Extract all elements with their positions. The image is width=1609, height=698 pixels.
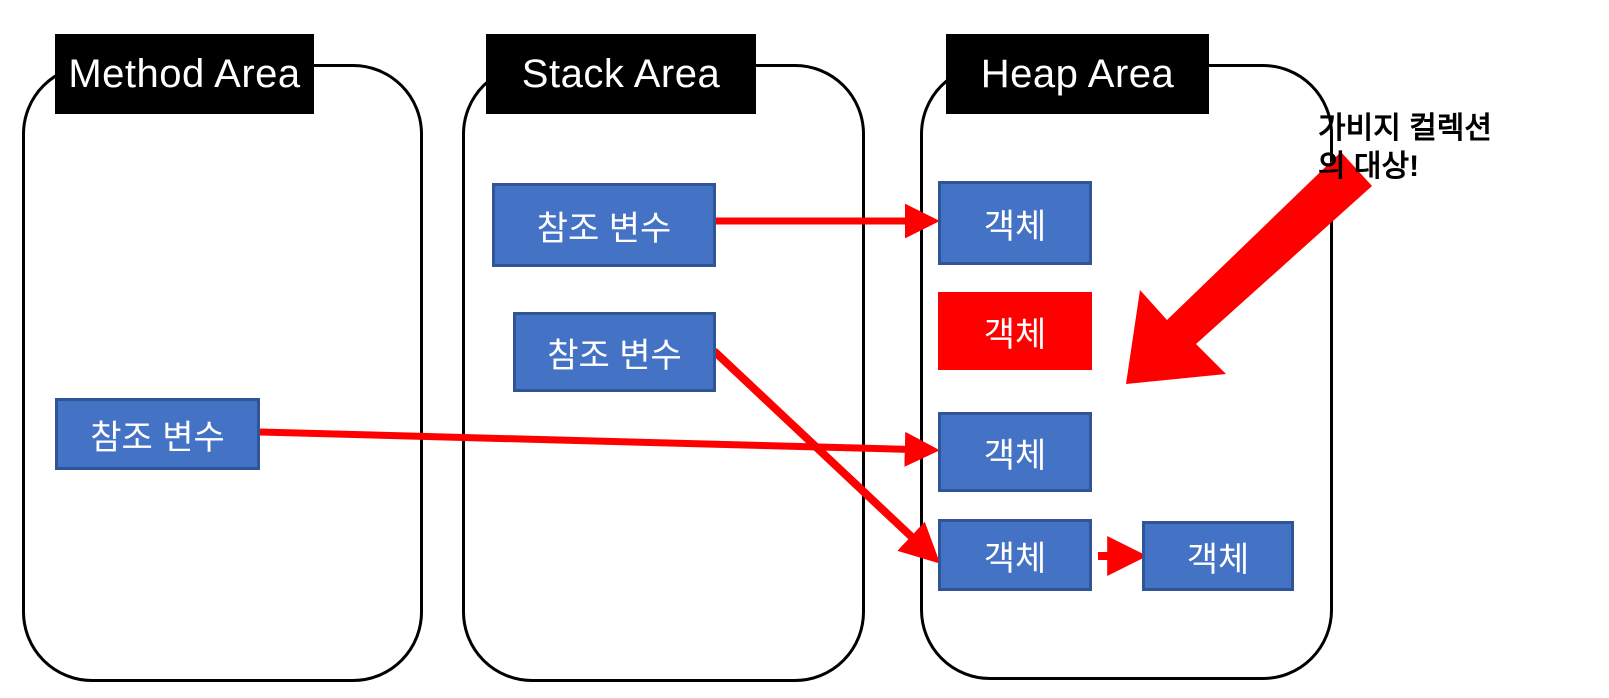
heap-object-5-node[interactable]: 객체 xyxy=(1142,521,1294,591)
stack-area-label-text: Stack Area xyxy=(521,51,721,96)
heap-object-2-node[interactable]: 객체 xyxy=(938,292,1092,370)
heap-object-4-label: 객체 xyxy=(983,539,1047,578)
stack-ref-var-1-node[interactable]: 참조 변수 xyxy=(492,183,716,267)
garbage-collection-callout: 가비지 컬렉션 의 대상! xyxy=(1318,110,1603,185)
heap-object-4-node[interactable]: 객체 xyxy=(938,519,1092,591)
method-area-container xyxy=(22,64,423,682)
garbage-collection-callout-line1: 가비지 컬렉션 xyxy=(1318,112,1492,145)
heap-object-1-node[interactable]: 객체 xyxy=(938,181,1092,265)
method-area-label: Method Area xyxy=(55,34,314,114)
heap-area-label-text: Heap Area xyxy=(980,51,1175,96)
heap-object-3-node[interactable]: 객체 xyxy=(938,412,1092,492)
heap-object-3-label: 객체 xyxy=(983,436,1047,475)
heap-object-5-label: 객체 xyxy=(1186,540,1250,579)
method-ref-var-node[interactable]: 참조 변수 xyxy=(55,398,260,470)
stack-area-label: Stack Area xyxy=(486,34,756,114)
heap-object-2-label: 객체 xyxy=(983,315,1047,354)
stack-ref-var-2-node[interactable]: 참조 변수 xyxy=(513,312,716,392)
garbage-collection-callout-line2: 의 대상! xyxy=(1318,149,1420,183)
stack-ref-var-1-label: 참조 변수 xyxy=(536,209,672,248)
heap-object-1-label: 객체 xyxy=(983,207,1047,246)
method-area-label-text: Method Area xyxy=(68,51,301,96)
stack-ref-var-2-label: 참조 변수 xyxy=(547,336,682,375)
method-ref-var-label: 참조 변수 xyxy=(90,418,225,457)
heap-area-label: Heap Area xyxy=(946,34,1209,114)
